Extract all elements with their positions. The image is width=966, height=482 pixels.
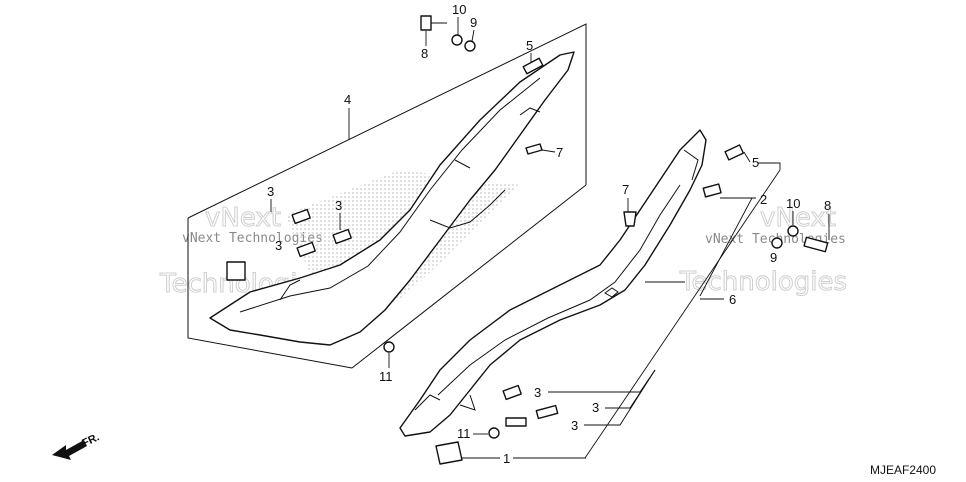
callout-9-left: 9 [470, 15, 477, 30]
pad-2 [702, 183, 722, 198]
right-callouts: 7 5 2 10 9 8 6 3 3 3 11 1 [457, 151, 831, 466]
left-side-cover [209, 51, 575, 346]
callout-2: 2 [760, 192, 767, 207]
callout-9-right: 9 [770, 250, 777, 265]
right-fasteners [435, 144, 829, 465]
callout-10-right: 10 [786, 196, 800, 211]
callout-3-right-a: 3 [534, 385, 541, 400]
callout-5-right: 5 [752, 155, 759, 170]
front-direction-indicator: FR. [52, 431, 101, 460]
right-assembly-frame [584, 162, 781, 459]
grommet-9-right [771, 237, 783, 249]
grommet-9-left [464, 40, 476, 52]
tape-3-left-c [296, 241, 316, 258]
bolt-8-left-head [420, 15, 432, 31]
left-callouts: 8 10 9 5 4 7 3 3 3 11 [267, 2, 563, 384]
tape-3-right-b [535, 404, 559, 420]
left-assembly-frame [187, 23, 587, 369]
callout-3-right-b: 3 [592, 400, 599, 415]
front-label: FR. [80, 431, 101, 449]
callout-3-left-c: 3 [275, 238, 282, 253]
callout-7-right: 7 [622, 182, 629, 197]
nut-11-right [488, 427, 500, 439]
tape-1 [435, 441, 463, 465]
callout-10-left: 10 [452, 2, 466, 17]
bolt-8-right [803, 236, 829, 253]
clip-7-right [623, 211, 637, 227]
diagram-code: MJEAF2400 [870, 463, 936, 477]
front-arrow-icon [52, 440, 87, 460]
collar-10-left [451, 34, 463, 46]
callout-3-left-b: 3 [335, 198, 342, 213]
callout-7-left: 7 [556, 145, 563, 160]
callout-8-right: 8 [824, 198, 831, 213]
clip-7-left [525, 143, 543, 155]
callout-11-right: 11 [457, 426, 471, 441]
watermark-technologies-right: Technologies [679, 267, 847, 297]
callout-8-left: 8 [421, 46, 428, 61]
tape-3-left-hatched [226, 261, 246, 281]
pad-5-right [724, 144, 745, 161]
nut-11-left [383, 341, 395, 353]
callout-3-right-c: 3 [571, 418, 578, 433]
watermark-vnext-top-left: vNext [205, 203, 281, 233]
callout-3-left-a: 3 [267, 184, 274, 199]
watermark-vnext-left: vNext Technologies [182, 231, 323, 246]
tape-3-left-a [291, 208, 311, 225]
callout-11-left: 11 [379, 369, 393, 384]
left-fasteners [226, 15, 544, 353]
callout-1: 1 [503, 451, 510, 466]
callout-5-left: 5 [526, 38, 533, 53]
right-side-cover [399, 129, 707, 437]
callout-6: 6 [729, 292, 736, 307]
tape-3-right-a [502, 384, 522, 401]
watermark-group: Technologies vNext Technologies vNext Te… [159, 203, 848, 300]
tape-3-right-c [505, 417, 527, 427]
pad-5-left [522, 57, 544, 75]
collar-10-right [787, 225, 799, 237]
tape-3-left-b [332, 228, 352, 245]
callout-4: 4 [344, 92, 351, 107]
